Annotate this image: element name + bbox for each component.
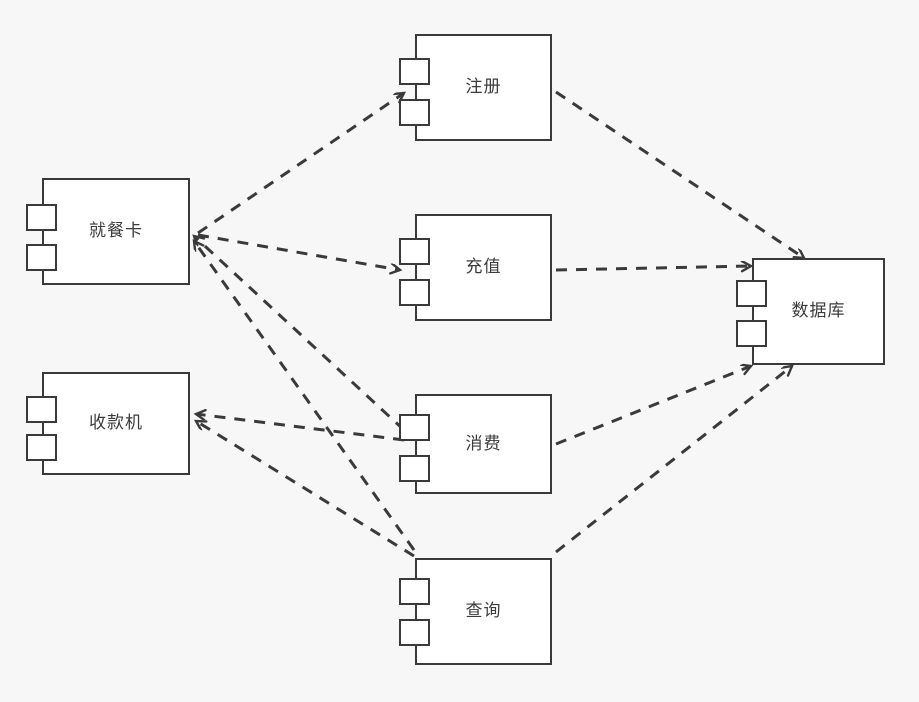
port-register-bottom[interactable]: [399, 99, 430, 126]
component-label-consume: 消费: [465, 433, 502, 454]
port-database-top[interactable]: [736, 280, 767, 307]
port-cash-register-bottom[interactable]: [26, 434, 57, 461]
port-database-bottom[interactable]: [736, 320, 767, 347]
component-query[interactable]: 查询: [415, 558, 552, 665]
component-cash-register[interactable]: 收款机: [42, 372, 190, 475]
component-dining-card[interactable]: 就餐卡: [42, 178, 190, 285]
edge-dining-card-to-register: [197, 93, 404, 235]
port-dining-card-bottom[interactable]: [26, 244, 57, 271]
port-cash-register-top[interactable]: [26, 396, 57, 423]
port-query-top[interactable]: [399, 578, 430, 605]
component-register[interactable]: 注册: [415, 34, 552, 141]
port-recharge-bottom[interactable]: [399, 279, 430, 306]
edge-register-to-database: [555, 90, 804, 258]
component-label-recharge: 充值: [465, 257, 502, 277]
component-label-register: 注册: [465, 77, 502, 97]
port-consume-bottom[interactable]: [399, 455, 430, 482]
component-label-cash-register: 收款机: [89, 413, 143, 433]
edge-dining-card-to-recharge: [197, 233, 400, 270]
edge-query-to-dining-card: [194, 241, 416, 551]
component-label-query: 查询: [465, 601, 502, 621]
port-dining-card-top[interactable]: [26, 204, 57, 231]
edge-query-to-database: [555, 366, 792, 554]
component-database[interactable]: 数据库: [752, 258, 885, 365]
edge-consume-to-cash-register: [196, 414, 405, 442]
port-register-top[interactable]: [399, 58, 430, 85]
port-consume-top[interactable]: [399, 414, 430, 441]
edge-consume-to-dining-card: [194, 236, 406, 432]
edge-consume-to-database: [555, 366, 751, 446]
edge-recharge-to-database: [555, 266, 751, 270]
edge-query-to-cash-register: [196, 421, 415, 558]
component-recharge[interactable]: 充值: [415, 214, 552, 321]
component-label-database: 数据库: [791, 301, 846, 321]
component-label-dining-card: 就餐卡: [89, 221, 143, 241]
port-query-bottom[interactable]: [399, 619, 430, 646]
component-consume[interactable]: 消费: [415, 394, 552, 494]
port-recharge-top[interactable]: [399, 238, 430, 265]
